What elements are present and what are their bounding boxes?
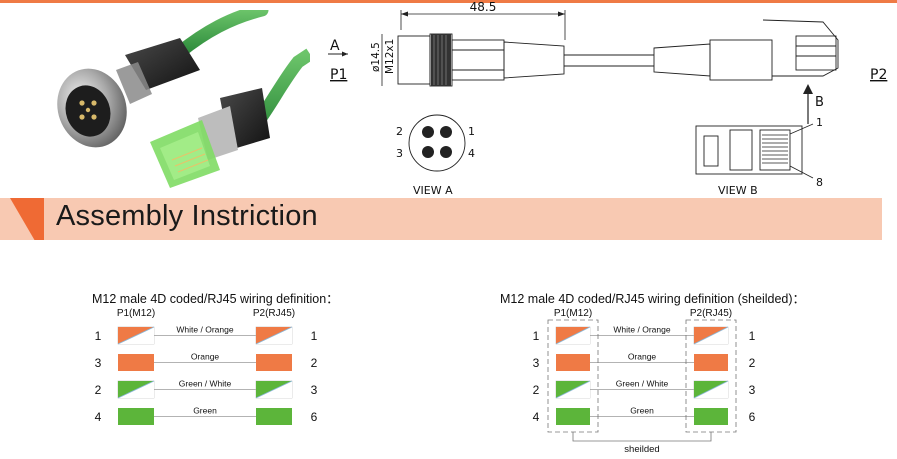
column-header-p1: P1(M12)	[554, 308, 592, 319]
pin-2-label: 2	[396, 125, 403, 138]
left-wire-swatch	[556, 408, 590, 425]
shield-label: sheilded	[624, 444, 659, 455]
column-header-p2: P2(RJ45)	[253, 308, 295, 319]
wiring-diagram-standard: P1(M12) P2(RJ45) 1 White / Orange 1 3 Orange 2 2…	[95, 308, 318, 425]
dimension-diameter: ø14.5	[370, 42, 382, 72]
left-pin-number: 2	[533, 383, 540, 397]
rj45-connector	[150, 88, 270, 188]
leader-pin-1	[789, 123, 814, 135]
wiring-standard-title: M12 male 4D coded/RJ45 wiring definition…	[92, 292, 339, 306]
view-a-arrow	[342, 51, 348, 57]
knurl-ring	[431, 34, 451, 86]
right-pin-number: 6	[749, 410, 756, 424]
section-banner	[0, 198, 882, 240]
cable-upper	[173, 10, 269, 59]
right-wire-swatch	[256, 408, 292, 425]
left-wire-swatch	[555, 326, 591, 345]
top-accent-line	[0, 0, 897, 3]
column-header-p2: P2(RJ45)	[690, 308, 732, 319]
view-a-label: VIEW A	[413, 184, 453, 197]
left-wire-swatch	[117, 380, 155, 399]
section-title: Assembly Instriction	[56, 200, 318, 232]
shield-drain-wire	[572, 432, 712, 442]
rj45-pin-8: 8	[816, 176, 823, 189]
right-pin-number: 2	[311, 356, 318, 370]
wire-color-label: Green	[193, 406, 217, 416]
dimension-length: 48.5	[470, 0, 497, 14]
view-a-pinface	[408, 114, 466, 172]
right-pin-number: 1	[749, 329, 756, 343]
left-pin-number: 3	[95, 356, 102, 370]
right-pin-number: 3	[749, 383, 756, 397]
view-a-marker: A	[330, 38, 340, 54]
right-wire-swatch	[693, 326, 729, 345]
leader-pin-8	[789, 165, 814, 179]
right-wire-swatch	[693, 380, 729, 399]
view-b-rj45-face	[695, 125, 803, 175]
left-wire-swatch	[556, 354, 590, 371]
left-pin-number: 2	[95, 383, 102, 397]
wire-color-label: Green	[630, 406, 654, 416]
port-p1: P1	[330, 67, 347, 83]
wire-color-label: Green / White	[616, 379, 669, 389]
column-header-p1: P1(M12)	[117, 308, 155, 319]
view-b-arrow	[803, 84, 813, 94]
product-photo	[57, 10, 310, 188]
wiring-shielded-title: M12 male 4D coded/RJ45 wiring definition…	[500, 292, 806, 306]
right-wire-swatch	[256, 354, 292, 371]
left-pin-number: 3	[533, 356, 540, 370]
drawing-cable	[564, 54, 654, 67]
wire-color-label: Orange	[628, 352, 657, 362]
pin-4-label: 4	[468, 147, 475, 160]
technical-drawing: 48.5 ø14.5 M12x1 A P1 P2	[328, 0, 887, 197]
pin-3-label: 3	[396, 147, 403, 160]
left-pin-number: 4	[533, 410, 540, 424]
port-p2: P2	[870, 67, 887, 83]
wiring-diagram-shielded: P1(M12) P2(RJ45) 1 White / Orange 1 3 Orange 2 2…	[533, 308, 756, 455]
right-pin-number: 1	[311, 329, 318, 343]
right-wire-swatch	[255, 380, 293, 399]
right-wire-swatch	[694, 408, 728, 425]
left-wire-swatch	[117, 326, 155, 345]
rj45-contacts	[762, 134, 788, 164]
left-wire-swatch	[118, 408, 154, 425]
rj45-outline	[653, 19, 839, 81]
wire-color-label: Green / White	[179, 379, 232, 389]
m12-connector	[57, 38, 200, 148]
view-b-marker: B	[815, 95, 824, 110]
view-b-label: VIEW B	[718, 184, 758, 197]
wire-color-label: White / Orange	[176, 325, 233, 335]
left-pin-number: 4	[95, 410, 102, 424]
left-wire-swatch	[555, 380, 591, 399]
left-wire-swatch	[118, 354, 154, 371]
m12-outline	[397, 33, 565, 87]
left-pin-number: 1	[95, 329, 102, 343]
wire-color-label: White / Orange	[613, 325, 670, 335]
right-wire-swatch	[694, 354, 728, 371]
wire-color-label: Orange	[191, 352, 220, 362]
thread-label: M12x1	[384, 39, 396, 74]
right-wire-swatch	[255, 326, 293, 345]
right-pin-number: 6	[311, 410, 318, 424]
left-pin-number: 1	[533, 329, 540, 343]
pin-1-label: 1	[468, 125, 475, 138]
rj45-pin-1: 1	[816, 116, 823, 129]
right-pin-number: 3	[311, 383, 318, 397]
right-pin-number: 2	[749, 356, 756, 370]
